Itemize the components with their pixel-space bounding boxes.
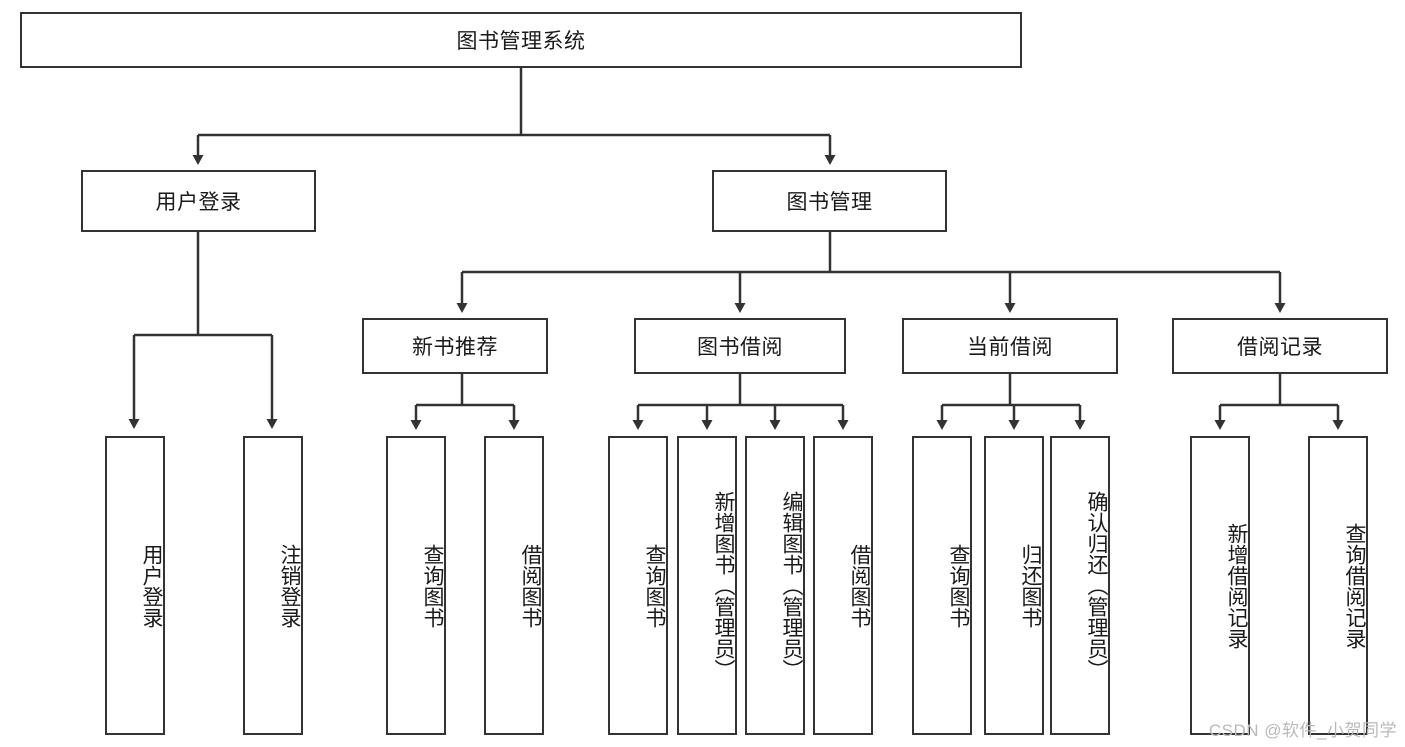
node-label: 用户登录 xyxy=(140,543,163,628)
node-user-login[interactable]: 用户登录 xyxy=(81,170,316,232)
node-current-borrow[interactable]: 当前借阅 xyxy=(902,318,1118,374)
node-label: 新书推荐 xyxy=(412,336,498,359)
node-label: 归还图书 xyxy=(1019,543,1042,628)
node-new-book-recommend[interactable]: 新书推荐 xyxy=(362,318,548,374)
node-label: 新增图书（管理员） xyxy=(712,491,735,680)
node-leaf-query-book-2[interactable]: 查询图书 xyxy=(608,436,668,735)
node-label: 图书管理 xyxy=(786,191,873,214)
node-leaf-query-borrow-record[interactable]: 查询借阅记录 xyxy=(1308,436,1368,735)
node-label: 当前借阅 xyxy=(967,336,1053,359)
node-label: 图书管理系统 xyxy=(456,30,586,53)
node-leaf-return-book[interactable]: 归还图书 xyxy=(984,436,1044,735)
node-leaf-borrow-book-1[interactable]: 借阅图书 xyxy=(484,436,544,735)
node-borrow-record[interactable]: 借阅记录 xyxy=(1172,318,1388,374)
node-leaf-query-book-3[interactable]: 查询图书 xyxy=(912,436,972,735)
node-leaf-logout-login[interactable]: 注销登录 xyxy=(243,436,303,735)
node-label: 图书借阅 xyxy=(697,336,783,359)
node-leaf-add-book-admin[interactable]: 新增图书（管理员） xyxy=(677,436,737,735)
watermark: CSDN @软件_小贺同学 xyxy=(1208,721,1397,740)
node-leaf-add-borrow-record[interactable]: 新增借阅记录 xyxy=(1190,436,1250,735)
node-label: 查询借阅记录 xyxy=(1343,522,1366,649)
node-label: 查询图书 xyxy=(643,543,666,628)
node-label: 借阅记录 xyxy=(1237,336,1323,359)
node-leaf-user-login[interactable]: 用户登录 xyxy=(105,436,165,735)
node-label: 确认归还（管理员） xyxy=(1085,491,1108,680)
node-label: 用户登录 xyxy=(155,191,242,214)
node-book-management-system[interactable]: 图书管理系统 xyxy=(20,12,1022,68)
node-label: 借阅图书 xyxy=(519,543,542,628)
node-leaf-confirm-return-admin[interactable]: 确认归还（管理员） xyxy=(1050,436,1110,735)
node-leaf-borrow-book-2[interactable]: 借阅图书 xyxy=(813,436,873,735)
node-label: 新增借阅记录 xyxy=(1225,522,1248,649)
node-book-borrow[interactable]: 图书借阅 xyxy=(634,318,846,374)
node-label: 查询图书 xyxy=(421,543,444,628)
node-label: 借阅图书 xyxy=(848,543,871,628)
node-book-management[interactable]: 图书管理 xyxy=(712,170,947,232)
node-leaf-edit-book-admin[interactable]: 编辑图书（管理员） xyxy=(745,436,805,735)
node-label: 查询图书 xyxy=(947,543,970,628)
node-leaf-query-book-1[interactable]: 查询图书 xyxy=(386,436,446,735)
node-label: 编辑图书（管理员） xyxy=(780,491,803,680)
node-label: 注销登录 xyxy=(278,543,301,628)
